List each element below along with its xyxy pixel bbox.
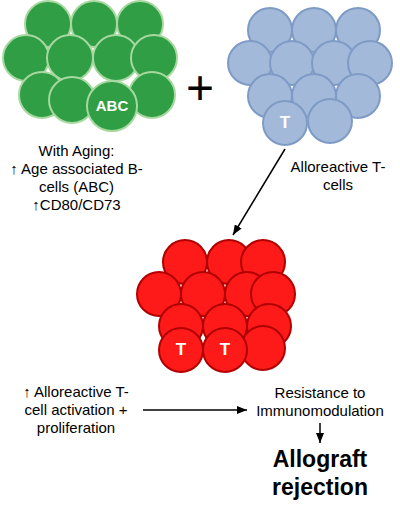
note-text: With Aging: bbox=[4, 142, 149, 160]
cell-cluster-shape bbox=[2, 0, 178, 134]
node-text: Allograft rejection bbox=[250, 446, 390, 501]
node-text: Resistance to Immunomodulation bbox=[250, 384, 390, 420]
outcome-text: ↑ Alloreactive T-cell activation + proli… bbox=[12, 383, 140, 437]
activated-cluster: TT bbox=[135, 238, 295, 374]
cell-label: ABC bbox=[87, 81, 137, 131]
cell-cluster-shape bbox=[230, 8, 395, 146]
cell-label: T bbox=[159, 328, 203, 372]
node-text: ↑ Alloreactive T-cell activation + proli… bbox=[12, 383, 140, 437]
cell-circle bbox=[263, 101, 307, 145]
outcome-text: Resistance to Immunomodulation bbox=[250, 384, 390, 420]
cell-circle bbox=[159, 328, 203, 372]
cell-label: T bbox=[263, 101, 307, 145]
cell-cluster-shape bbox=[135, 238, 295, 374]
note-text: ↑CD80/CD73 bbox=[4, 196, 149, 214]
cell-circle bbox=[308, 99, 352, 143]
plus-sign: + bbox=[178, 64, 222, 112]
result-text: Allograft rejection bbox=[250, 446, 390, 501]
cell-circle bbox=[47, 35, 93, 81]
note-text: ↑ Age associated B-cells (ABC) bbox=[4, 160, 149, 196]
cell-circle bbox=[87, 81, 137, 131]
cluster-heading: Alloreactive T-cells bbox=[288, 158, 388, 194]
cell-label: T bbox=[203, 328, 247, 372]
t-cell-cluster: TAlloreactive T-cells bbox=[230, 8, 395, 146]
arrow-connector bbox=[233, 149, 285, 235]
b-cell-cluster: ABC bbox=[2, 0, 178, 134]
arrow-connector bbox=[319, 423, 321, 443]
cell-circle bbox=[203, 328, 247, 372]
arrow-connector bbox=[143, 409, 247, 411]
